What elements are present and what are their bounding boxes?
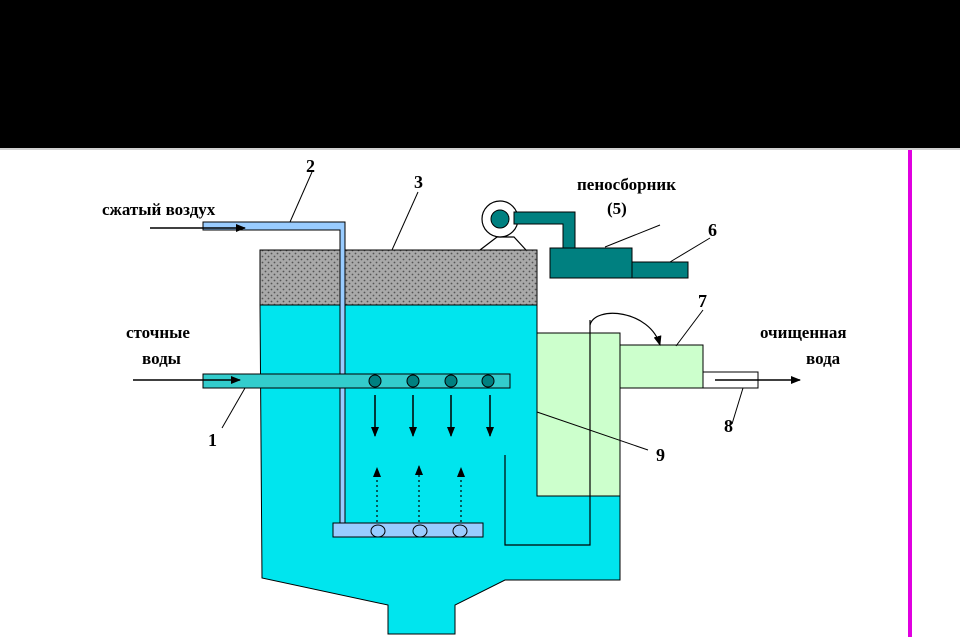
divider-line bbox=[0, 148, 960, 150]
foam-outlet bbox=[631, 261, 689, 279]
label-foam-collector-2: (5) bbox=[607, 199, 627, 218]
wastewater-pipe bbox=[202, 373, 511, 389]
clean-water-box bbox=[619, 344, 704, 389]
water-nozzle-4 bbox=[481, 374, 495, 388]
leader-9 bbox=[536, 411, 649, 451]
title-band bbox=[0, 0, 960, 148]
side-accent-line bbox=[908, 150, 912, 637]
air-nozzle-3 bbox=[452, 524, 468, 538]
label-clean-water-2: вода bbox=[806, 349, 841, 368]
leader-3 bbox=[391, 191, 419, 251]
fan-support bbox=[479, 236, 527, 251]
number-6: 6 bbox=[708, 220, 717, 240]
air-nozzle-1 bbox=[370, 524, 386, 538]
foam-layer bbox=[259, 249, 538, 306]
number-3: 3 bbox=[414, 172, 423, 192]
leader-2 bbox=[289, 171, 313, 223]
fan-rotor-icon bbox=[490, 209, 510, 229]
water-nozzle-1 bbox=[368, 374, 382, 388]
leader-1 bbox=[221, 387, 246, 429]
leader-6 bbox=[669, 237, 711, 263]
foam-duct bbox=[513, 211, 576, 249]
label-foam-collector-1: пеносборник bbox=[577, 175, 676, 194]
label-wastewater-1: сточные bbox=[126, 323, 190, 342]
air-distributor bbox=[332, 522, 484, 538]
water-nozzle-3 bbox=[444, 374, 458, 388]
number-7: 7 bbox=[698, 291, 707, 311]
water-nozzle-2 bbox=[406, 374, 420, 388]
clarifier-chamber bbox=[536, 332, 621, 497]
number-2: 2 bbox=[306, 156, 315, 176]
label-clean-water-1: очищенная bbox=[760, 323, 847, 342]
number-1: 1 bbox=[208, 430, 217, 450]
overflow-arc-arrow bbox=[589, 312, 662, 346]
leader-7 bbox=[675, 309, 704, 347]
foam-collector bbox=[549, 247, 633, 279]
leader-5 bbox=[604, 224, 661, 248]
leader-8 bbox=[731, 387, 744, 425]
overflow-channel bbox=[504, 320, 591, 546]
air-nozzle-2 bbox=[412, 524, 428, 538]
number-9: 9 bbox=[656, 445, 665, 465]
label-compressed-air: сжатый воздух bbox=[102, 200, 216, 219]
label-wastewater-2: воды bbox=[142, 349, 181, 368]
number-8: 8 bbox=[724, 416, 733, 436]
